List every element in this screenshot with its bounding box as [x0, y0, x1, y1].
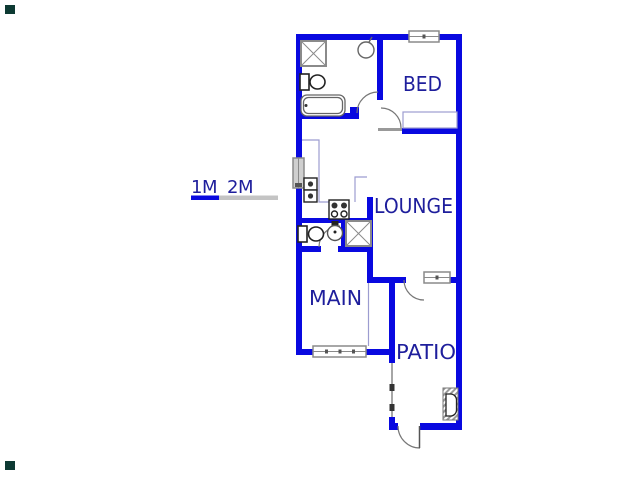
wall-wc-top: [296, 218, 372, 223]
wall-lounge-bottom-right: [450, 277, 462, 283]
wall-exterior-right: [456, 34, 462, 430]
wall-lounge-bottom-left: [367, 277, 406, 283]
wall-bed-bottom: [402, 128, 462, 134]
built-in-cupboard: [402, 111, 458, 129]
room-label-lounge: LOUNGE: [374, 194, 453, 218]
braai-fireplace: [442, 387, 459, 421]
wall-patio-left-upper: [389, 277, 395, 363]
wall-patio-bottom: [420, 423, 462, 430]
wall-main-bottom-left: [296, 349, 315, 355]
room-label-patio: PATIO: [396, 340, 456, 364]
windows: [292, 30, 451, 358]
bed-top-window: [408, 30, 440, 43]
bath-tub: [300, 94, 346, 117]
wall-bathroom-bed-divider: [377, 34, 383, 100]
wall-exterior-left-lower: [296, 188, 302, 355]
room-label-main: MAIN: [309, 286, 362, 310]
scale-bar: 1M 2M: [191, 177, 278, 200]
wall-main-top-left: [296, 246, 321, 252]
wall-bathroom-door-jamb: [350, 107, 359, 119]
wall-main-bottom-right: [365, 349, 395, 355]
wall-patio-bottom-stub: [389, 423, 398, 430]
doors: [318, 91, 425, 449]
basin-wc: [326, 221, 344, 242]
scale-bar-segment-gray: [219, 195, 278, 200]
bathroom-door-arc: [356, 91, 379, 114]
stove-4-plate: [328, 199, 350, 220]
toilet-wc: [297, 225, 325, 243]
kitchen-counter-lines: [302, 139, 367, 203]
lounge-patio-door-arc: [403, 279, 425, 301]
main-bottom-window: [312, 345, 367, 358]
lounge-bottom-window: [423, 271, 451, 284]
bed-door-arc: [380, 107, 402, 129]
patio-side-door: [389, 363, 395, 417]
wall-shower-wc-left: [341, 218, 346, 251]
shower-bathroom1: [300, 40, 327, 67]
scale-label-2m: 2M: [227, 177, 253, 198]
patio-exterior-door-arc: [397, 425, 421, 449]
bed-door-threshold: [378, 128, 402, 131]
scale-bar-segment-blue: [191, 195, 219, 200]
scale-label-1m: 1M: [191, 177, 217, 198]
wall-exterior-left-upper: [296, 34, 302, 158]
room-label-bed: BED: [403, 72, 442, 96]
shower-wc: [345, 220, 372, 247]
walls: [296, 34, 462, 430]
corner-marker-top-left: [5, 5, 15, 14]
corner-marker-bottom-left: [5, 461, 15, 470]
kitchen-side-window: [292, 157, 305, 189]
wall-main-top-right: [338, 246, 373, 252]
ceiling-light-icon: [357, 36, 375, 59]
toilet-bathroom1: [299, 73, 326, 91]
kitchen-sink-double: [303, 177, 318, 203]
